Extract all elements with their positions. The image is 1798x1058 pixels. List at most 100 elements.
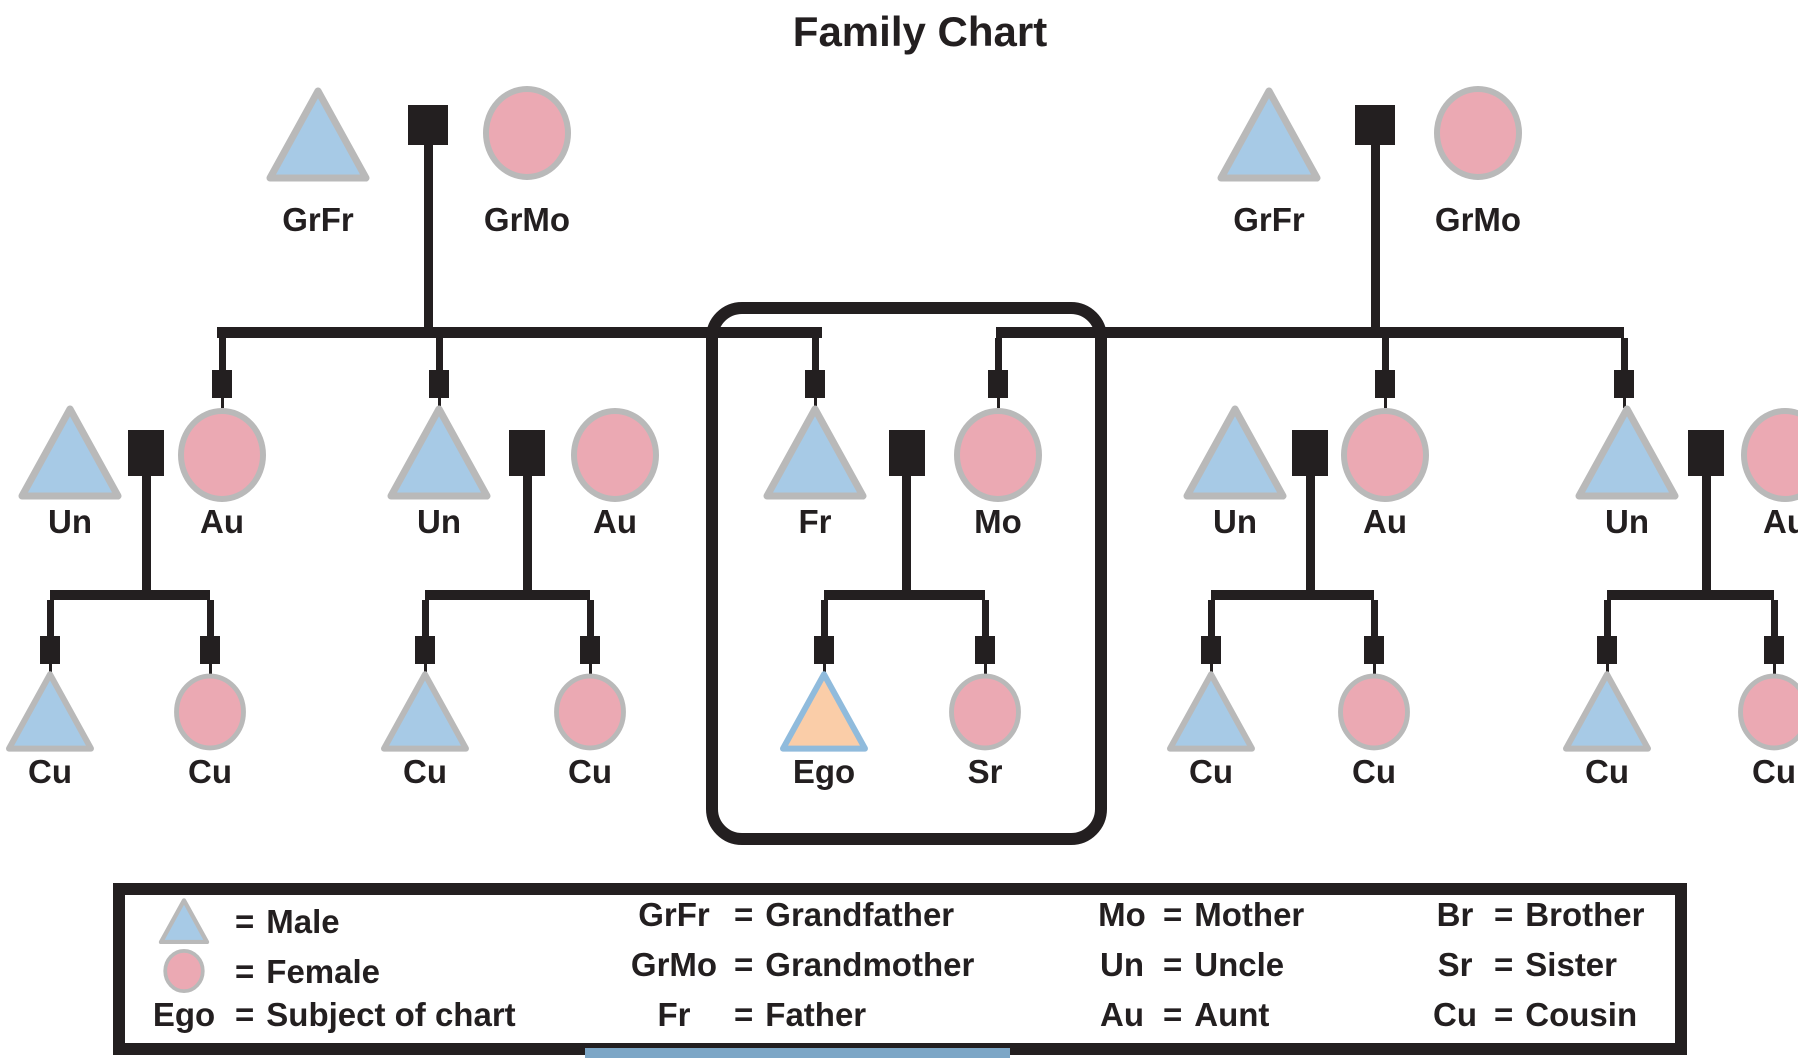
sibling-line <box>996 327 1624 338</box>
chart-title: Family Chart <box>792 8 1048 55</box>
person-label: Cu <box>1189 753 1233 790</box>
bottom-strip <box>585 1048 1010 1058</box>
legend-box <box>113 883 1687 1055</box>
person-label: Un <box>48 503 92 540</box>
male-triangle-legend-icon <box>145 898 223 944</box>
drop-line <box>1603 600 1611 658</box>
male-triangle-icon <box>18 404 122 500</box>
male-triangle-icon <box>2 670 98 752</box>
person-label: Un <box>1605 503 1649 540</box>
legend-entry: Fr=Father <box>626 996 867 1033</box>
children-line <box>425 590 590 600</box>
equals-sign: = <box>1163 996 1183 1033</box>
male-triangle-icon <box>1217 85 1321 183</box>
drop-arrowhead <box>805 370 825 398</box>
female-circle-icon <box>944 672 1026 752</box>
female-circle-icon <box>953 406 1043 504</box>
children-line <box>824 590 985 600</box>
legend-abbr: GrFr <box>638 896 710 933</box>
descent-line <box>423 145 433 338</box>
drop-line <box>1209 662 1213 674</box>
equals-sign: = <box>1494 996 1514 1033</box>
drop-arrowhead <box>1364 636 1384 664</box>
female-circle-icon <box>570 406 660 504</box>
person-label: Cu <box>568 753 612 790</box>
legend-abbr: Ego <box>152 996 216 1033</box>
marriage-square <box>128 430 164 476</box>
drop-arrowhead <box>429 370 449 398</box>
legend-definition: Subject of chart <box>266 996 516 1033</box>
marriage-square <box>509 430 545 476</box>
male-triangle-icon <box>1575 404 1679 500</box>
equals-sign: = <box>1494 896 1514 933</box>
legend-entry: GrMo=Grandmother <box>626 948 974 981</box>
equals-sign: = <box>734 946 754 983</box>
drop-line <box>1622 396 1626 408</box>
marriage-square <box>1355 105 1395 145</box>
drop-arrowhead <box>975 636 995 664</box>
person-label: GrFr <box>282 201 354 238</box>
legend-definition: Grandfather <box>765 896 955 933</box>
marriage-square <box>408 105 448 145</box>
legend-abbr: Br <box>1436 896 1474 933</box>
drop-line <box>1605 662 1609 674</box>
person-label: Au <box>1763 503 1798 540</box>
legend-entry: Sr=Sister <box>1428 948 1617 981</box>
female-circle-icon <box>1433 83 1523 183</box>
female-circle-icon <box>177 406 267 504</box>
drop-line <box>1381 338 1389 392</box>
person-label: Un <box>417 503 461 540</box>
person-label: Mo <box>974 503 1022 540</box>
drop-arrowhead <box>1201 636 1221 664</box>
drop-line <box>1770 600 1778 658</box>
drop-line <box>983 662 987 674</box>
male-triangle-icon <box>1183 404 1287 500</box>
drop-line <box>981 600 989 658</box>
legend-entry: Un=Uncle <box>1093 948 1284 981</box>
female-circle-icon <box>163 948 205 994</box>
person-label: Cu <box>1585 753 1629 790</box>
equals-sign: = <box>1163 946 1183 983</box>
legend-definition: Female <box>266 952 381 990</box>
equals-sign: = <box>1494 946 1514 983</box>
drop-arrowhead <box>200 636 220 664</box>
drop-line <box>586 600 594 658</box>
children-line <box>1607 590 1774 600</box>
legend-definition: Uncle <box>1194 946 1285 983</box>
legend-entry: =Male <box>145 898 340 944</box>
drop-line <box>208 662 212 674</box>
person-label: Cu <box>403 753 447 790</box>
drop-line <box>994 338 1002 392</box>
drop-line <box>820 600 828 658</box>
drop-line <box>1383 396 1387 408</box>
drop-line <box>206 600 214 658</box>
descent-line <box>1305 476 1315 600</box>
legend-definition: Male <box>266 902 340 940</box>
legend-abbr: Cu <box>1433 996 1477 1033</box>
legend-definition: Grandmother <box>765 946 975 983</box>
drop-line <box>1207 600 1215 658</box>
legend-abbr: Au <box>1100 996 1144 1033</box>
descent-line <box>522 476 532 600</box>
drop-line <box>1370 600 1378 658</box>
drop-line <box>218 338 226 392</box>
female-circle-legend-icon <box>145 948 223 994</box>
sibling-line <box>217 327 822 338</box>
person-label: Sr <box>967 753 1003 790</box>
female-circle-icon <box>1733 672 1798 752</box>
equals-sign: = <box>235 996 255 1033</box>
person-label: Au <box>593 503 637 540</box>
person-label: Cu <box>188 753 232 790</box>
legend-definition: Father <box>765 996 867 1033</box>
drop-line <box>996 396 1000 408</box>
children-line <box>1211 590 1374 600</box>
ego-triangle-icon <box>776 670 872 752</box>
drop-line <box>46 600 54 658</box>
descent-line <box>141 476 151 600</box>
drop-line <box>811 338 819 392</box>
drop-arrowhead <box>212 370 232 398</box>
drop-arrowhead <box>40 636 60 664</box>
female-circle-icon <box>169 672 251 752</box>
